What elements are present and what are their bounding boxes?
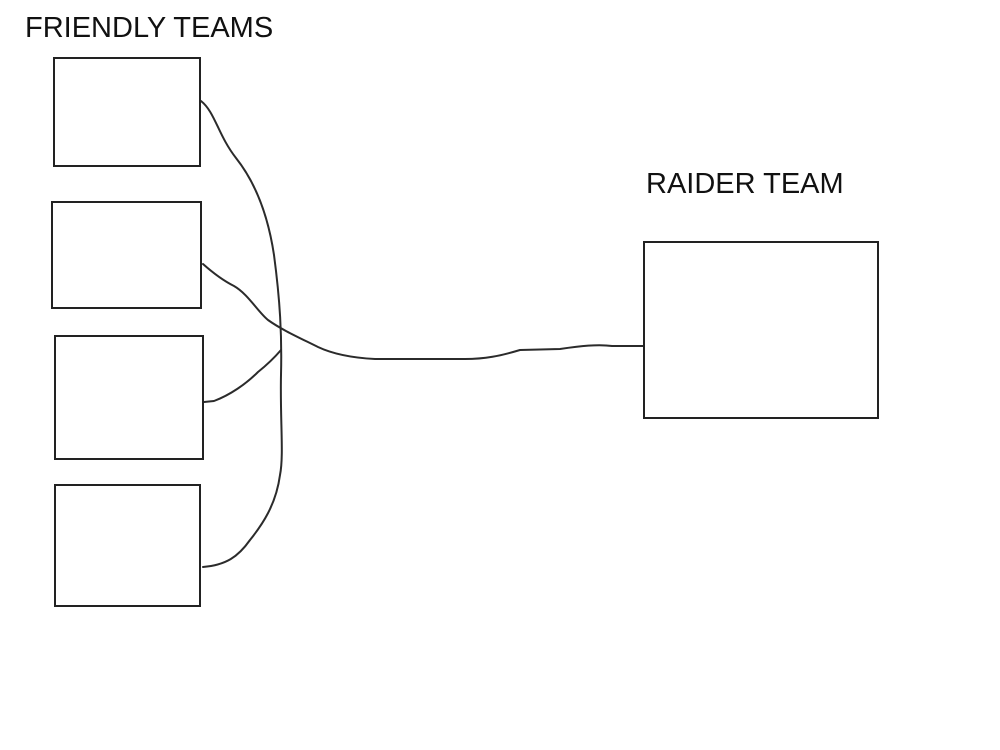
connector-friendly-2	[202, 263, 644, 360]
friendly-team-box-1	[53, 57, 201, 167]
friendly-team-box-3	[54, 335, 204, 460]
connector-friendly-3	[203, 349, 282, 403]
connector-friendly-1	[200, 100, 283, 568]
friendly-team-box-2	[51, 201, 202, 309]
raider-team-label: RAIDER TEAM	[646, 168, 844, 200]
friendly-team-box-4	[54, 484, 201, 607]
friendly-teams-label: FRIENDLY TEAMS	[25, 12, 274, 44]
raider-team-box	[643, 241, 879, 419]
